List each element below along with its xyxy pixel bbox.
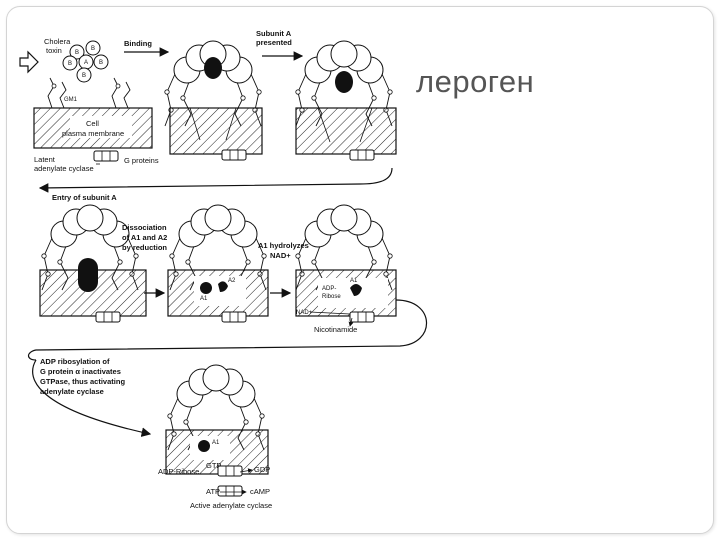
panel-7: A1 ADP-Ribose GTP GDP ATP cAMP Active ad… xyxy=(158,364,272,510)
label-g-proteins: G proteins xyxy=(124,156,159,165)
label-dissociation-3: by reduction xyxy=(122,243,167,252)
slide-title: лероген xyxy=(416,64,535,99)
label-gdp: GDP xyxy=(254,465,270,474)
label-camp: cAMP xyxy=(250,487,270,496)
membrane-3 xyxy=(295,107,397,155)
connector-row3 xyxy=(27,299,428,361)
label-subunit-a: Subunit A xyxy=(256,29,292,38)
arrow-entry xyxy=(38,167,393,193)
label-dissociation-2: of A1 and A2 xyxy=(122,233,167,242)
label-gtp: GTP xyxy=(206,461,221,470)
label-entry: Entry of subunit A xyxy=(52,193,117,202)
label-cell: Cell xyxy=(86,119,99,128)
label-a1: A1 xyxy=(200,296,208,302)
label-adp-ribose: ADP-Ribose xyxy=(158,467,199,476)
label-active-ac: Active adenylate cyclase xyxy=(190,501,272,510)
membrane-2 xyxy=(169,107,263,155)
label-adp-rib-1: ADP ribosylation of xyxy=(40,357,110,366)
panel-5: A2 A1 xyxy=(167,204,269,323)
label-adp-rib-2: G protein α inactivates xyxy=(40,367,121,376)
sub-b-label: B xyxy=(82,73,86,79)
label-latent-ac: adenylate cyclase xyxy=(34,164,94,173)
label-gm1: GM1 xyxy=(64,97,78,103)
sub-b-label: B xyxy=(68,61,72,67)
sub-a-label: A xyxy=(84,60,88,66)
label-hydrolyzes: A1 hydrolyzes xyxy=(258,241,309,250)
input-arrow-icon xyxy=(19,50,39,74)
sub-b-label: B xyxy=(75,50,79,56)
label-ribose: Ribose xyxy=(322,294,341,300)
panel-1: Cholera toxin B B B A B B GM1 Cell plasm… xyxy=(19,37,159,173)
sub-b-label: B xyxy=(91,46,95,52)
panel-6: A1 ADP- Ribose NAD+ Nicotinamide xyxy=(295,204,397,334)
label-latent: Latent xyxy=(34,155,56,164)
label-binding: Binding xyxy=(124,39,152,48)
label-dissociation: Dissociation xyxy=(122,223,167,232)
sub-b-label: B xyxy=(99,60,103,66)
label-toxin: toxin xyxy=(46,46,62,55)
subunit-a-inserted xyxy=(78,258,98,292)
label-nicotinamide: Nicotinamide xyxy=(314,325,357,334)
label-nad: NAD+ xyxy=(270,251,291,260)
panel-2 xyxy=(164,40,263,161)
arrow-adp-rib xyxy=(32,359,152,437)
free-toxin: B B B A B B xyxy=(62,40,109,83)
label-cholera: Cholera xyxy=(44,37,71,46)
label-adp-rib-3: GTPase, thus activating xyxy=(40,377,125,386)
label-nad-6: NAD+ xyxy=(296,310,313,316)
panel-3 xyxy=(295,40,397,161)
label-a2: A2 xyxy=(228,278,236,284)
label-a1-6: A1 xyxy=(350,278,358,284)
label-atp: ATP xyxy=(206,487,220,496)
label-adp: ADP- xyxy=(322,286,336,292)
label-a1-7: A1 xyxy=(212,440,220,446)
label-plasma-membrane: plasma membrane xyxy=(62,129,124,138)
label-presented: presented xyxy=(256,38,292,47)
label-adp-rib-4: adenylate cyclase xyxy=(40,387,104,396)
panel-4 xyxy=(39,204,147,323)
